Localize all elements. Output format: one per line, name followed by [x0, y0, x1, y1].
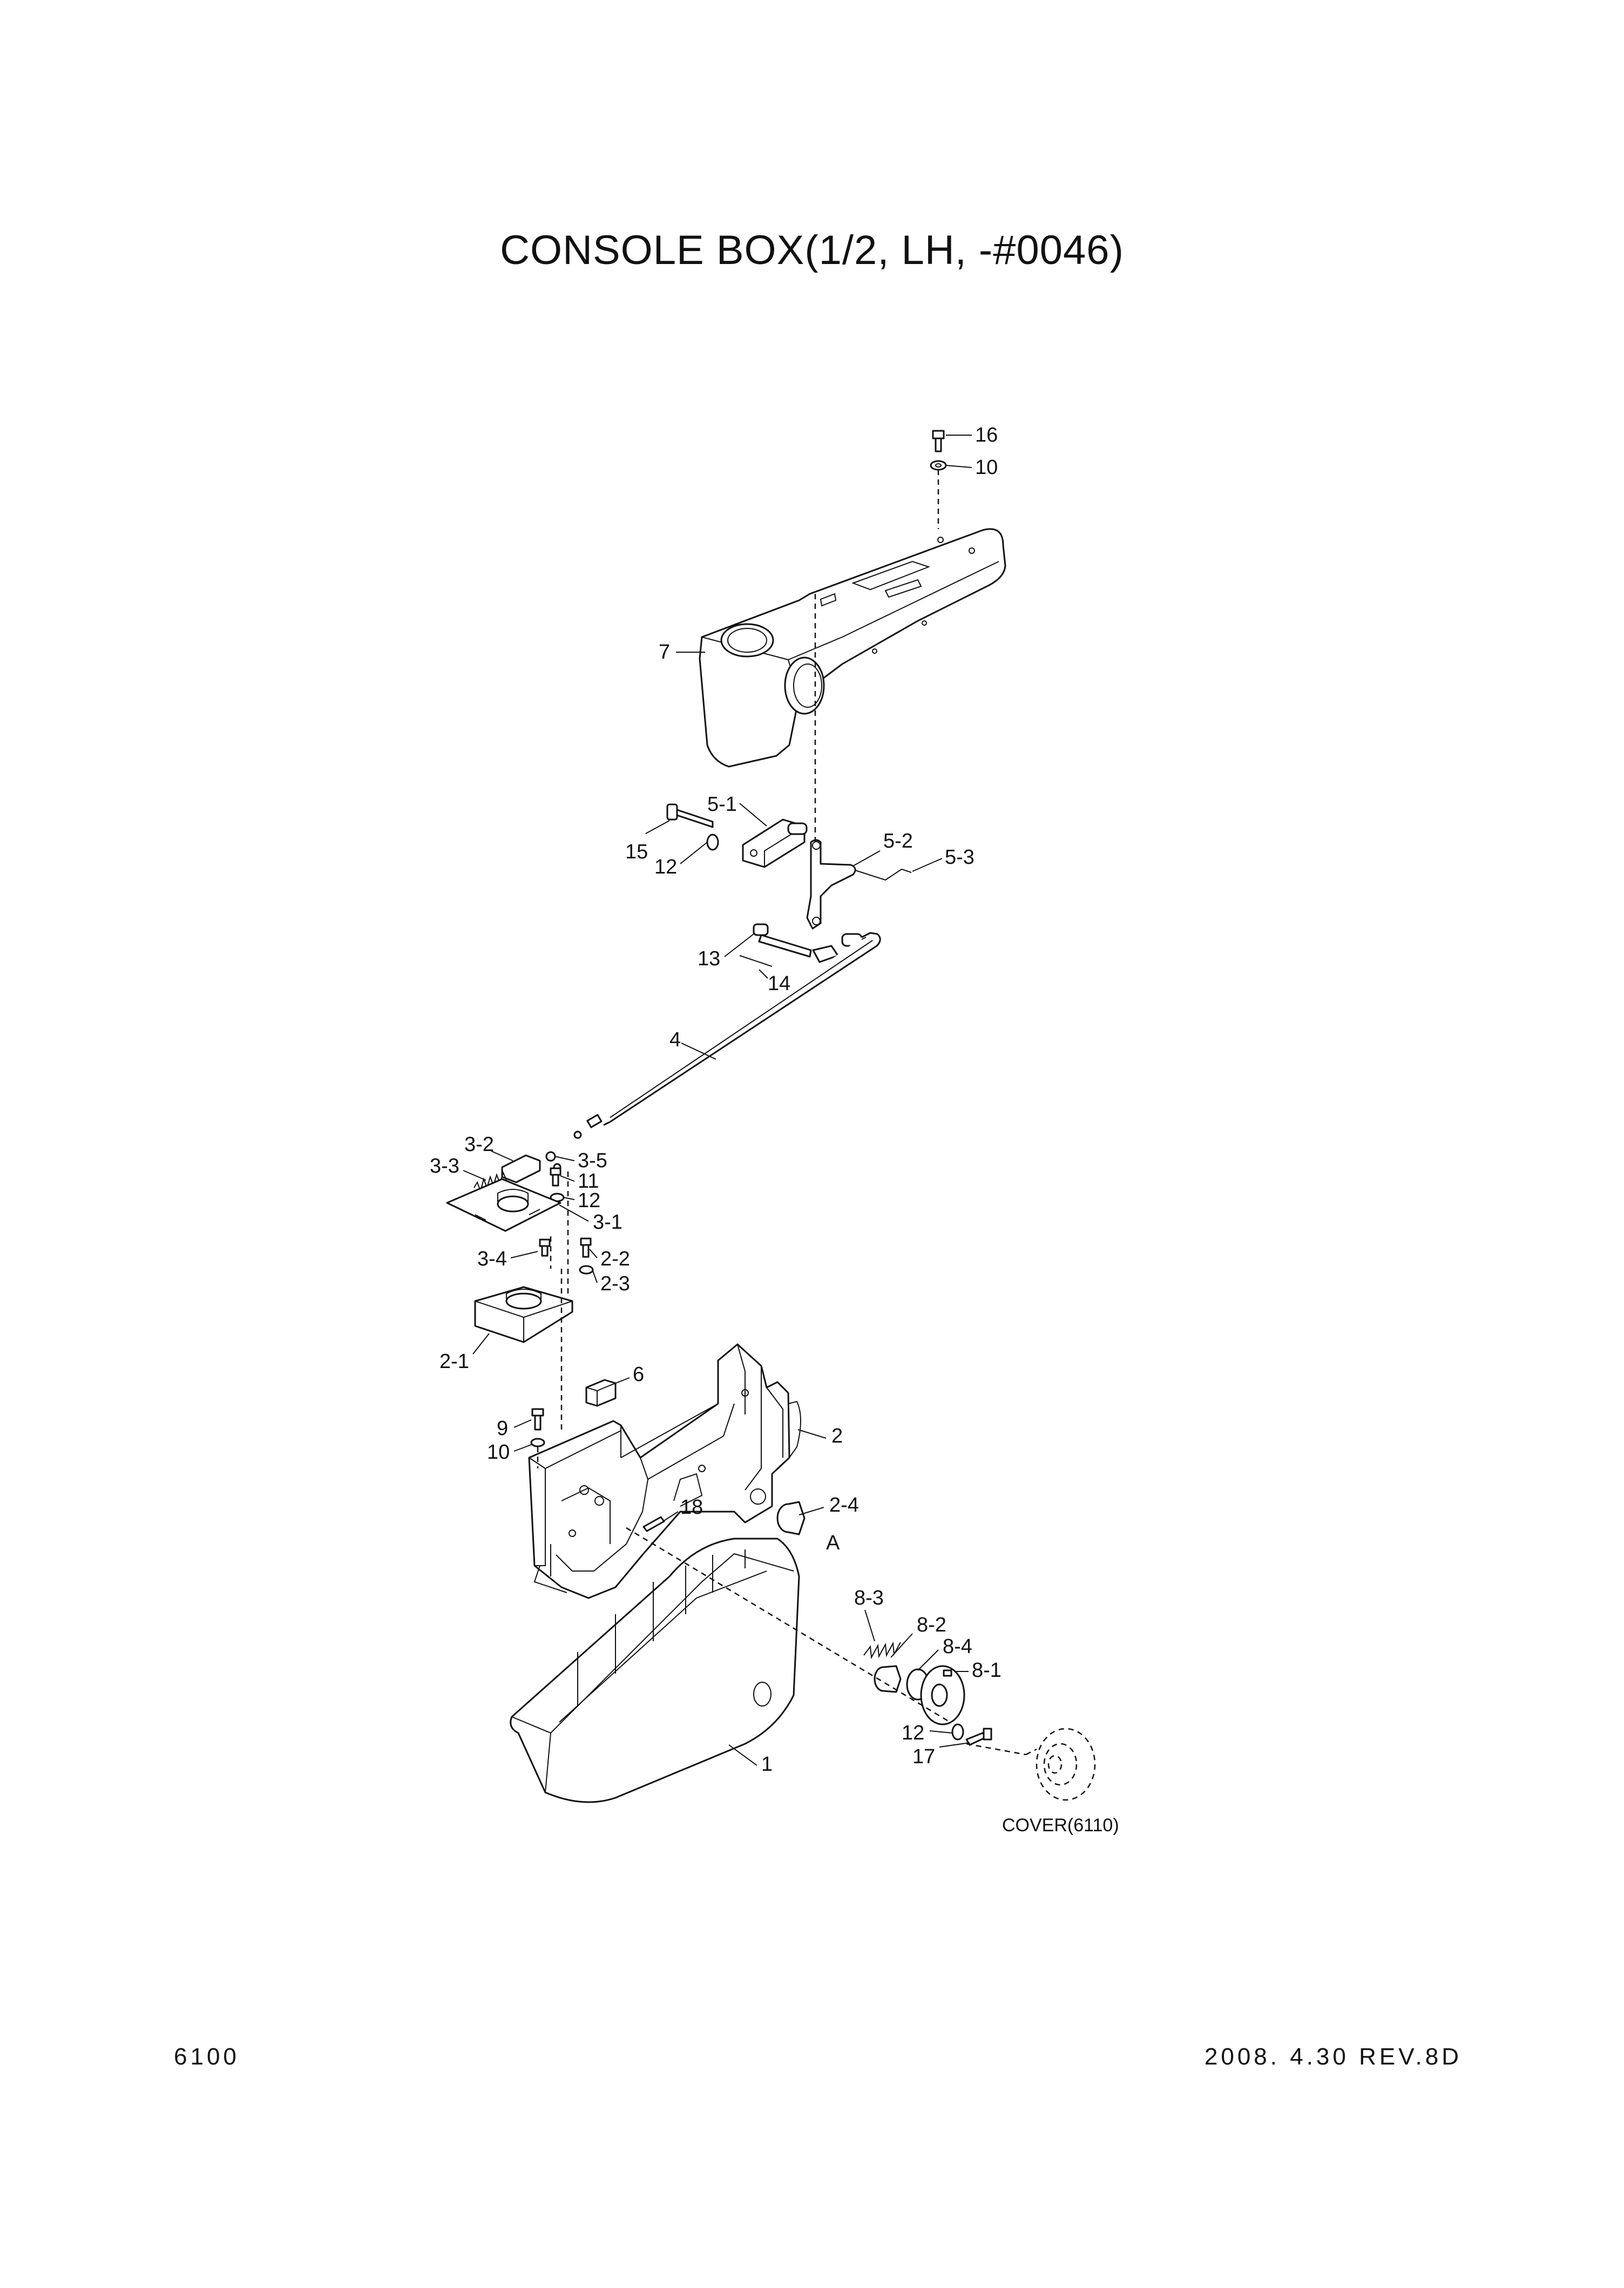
part-7-top-cover: [699, 528, 1006, 768]
part-5-3-pin: [855, 868, 912, 881]
part-10-washer-top: [930, 460, 947, 471]
callout-18: 18: [680, 1496, 703, 1519]
callout-17: 17: [912, 1745, 935, 1768]
callout-2-1: 2-1: [439, 1350, 469, 1373]
callout-14: 14: [768, 972, 790, 995]
part-2-2-bolt: [580, 1237, 592, 1258]
callout-16: 16: [975, 424, 998, 446]
cover-reference-label: COVER(6110): [1002, 1815, 1119, 1836]
part-14-cotter: [739, 955, 773, 967]
diagram-title: CONSOLE BOX(1/2, LH, -#0046): [500, 227, 1124, 273]
callout-3-2: 3-2: [464, 1133, 494, 1156]
part-8-3-spring: [863, 1641, 901, 1660]
callout-13: 13: [698, 947, 720, 970]
part-11-screw: [550, 1167, 561, 1187]
page-code: 6100: [174, 2043, 240, 2070]
part-9-bolt: [531, 1408, 544, 1431]
part-2-1-bracket: [474, 1286, 573, 1343]
callout-A: A: [826, 1532, 840, 1554]
part-10-washer-lower: [530, 1438, 545, 1447]
callout-8-1: 8-1: [972, 1659, 1002, 1682]
leader-lines: [463, 435, 972, 1766]
part-17-bolt: [965, 1728, 992, 1746]
callout-2-4: 2-4: [829, 1494, 859, 1517]
callout-2: 2: [831, 1425, 843, 1447]
revision-date: 2008. 4.30 REV.8D: [1204, 2043, 1462, 2070]
callout-10-top: 10: [975, 456, 998, 479]
callout-15: 15: [625, 841, 648, 863]
part-2-main-frame: [528, 1343, 801, 1599]
callout-12-lower: 12: [902, 1722, 924, 1744]
callout-5-3: 5-3: [945, 846, 975, 869]
callout-7: 7: [659, 641, 670, 664]
part-6-switch: [585, 1379, 617, 1407]
part-2-4-bushing: [776, 1501, 806, 1535]
cover-reference-phantom: [1025, 1728, 1096, 1801]
part-1-lower-housing: [510, 1538, 800, 1803]
callout-8-3: 8-3: [854, 1587, 884, 1609]
callout-1: 1: [761, 1753, 773, 1776]
callout-3-5: 3-5: [578, 1149, 607, 1172]
part-8-1-hub: [920, 1665, 965, 1725]
cable-end-fitting: [573, 1114, 603, 1139]
part-12-washer-lower: [951, 1723, 964, 1741]
callout-8-4: 8-4: [943, 1635, 972, 1658]
part-18-screw: [642, 1516, 665, 1532]
callout-2-2: 2-2: [600, 1248, 630, 1270]
part-5-2-lever: [806, 839, 856, 930]
part-5-1-bracket: [742, 818, 808, 868]
callout-11: 11: [578, 1170, 599, 1193]
callout-3-1: 3-1: [593, 1211, 622, 1234]
part-15-bolt: [666, 803, 714, 828]
part-3-4-bolt: [539, 1238, 551, 1257]
callout-12-upper: 12: [654, 856, 677, 878]
part-3-2-plate: [501, 1154, 541, 1183]
callout-labels: 16 10 7 5-1 15 12 5-2 5-3 13 14 4 3-2 3-…: [430, 424, 1119, 1836]
part-3-1-base: [446, 1178, 561, 1232]
part-13-pin: [753, 923, 812, 958]
callout-10-lower: 10: [487, 1441, 510, 1464]
cable-clevis: [812, 933, 863, 963]
callout-9: 9: [497, 1417, 508, 1440]
callout-3-4: 3-4: [477, 1248, 507, 1270]
callout-3-3: 3-3: [430, 1155, 459, 1177]
callout-2-3: 2-3: [600, 1272, 630, 1295]
callout-5-2: 5-2: [883, 830, 913, 852]
callout-6: 6: [633, 1363, 644, 1386]
callout-5-1: 5-1: [707, 793, 737, 816]
part-2-3-washer: [579, 1265, 594, 1275]
callout-4: 4: [669, 1028, 681, 1051]
callout-12-mid: 12: [578, 1189, 600, 1212]
part-12-washer-upper: [706, 834, 719, 851]
part-16-screw: [932, 430, 945, 452]
callout-8-2: 8-2: [917, 1614, 946, 1636]
